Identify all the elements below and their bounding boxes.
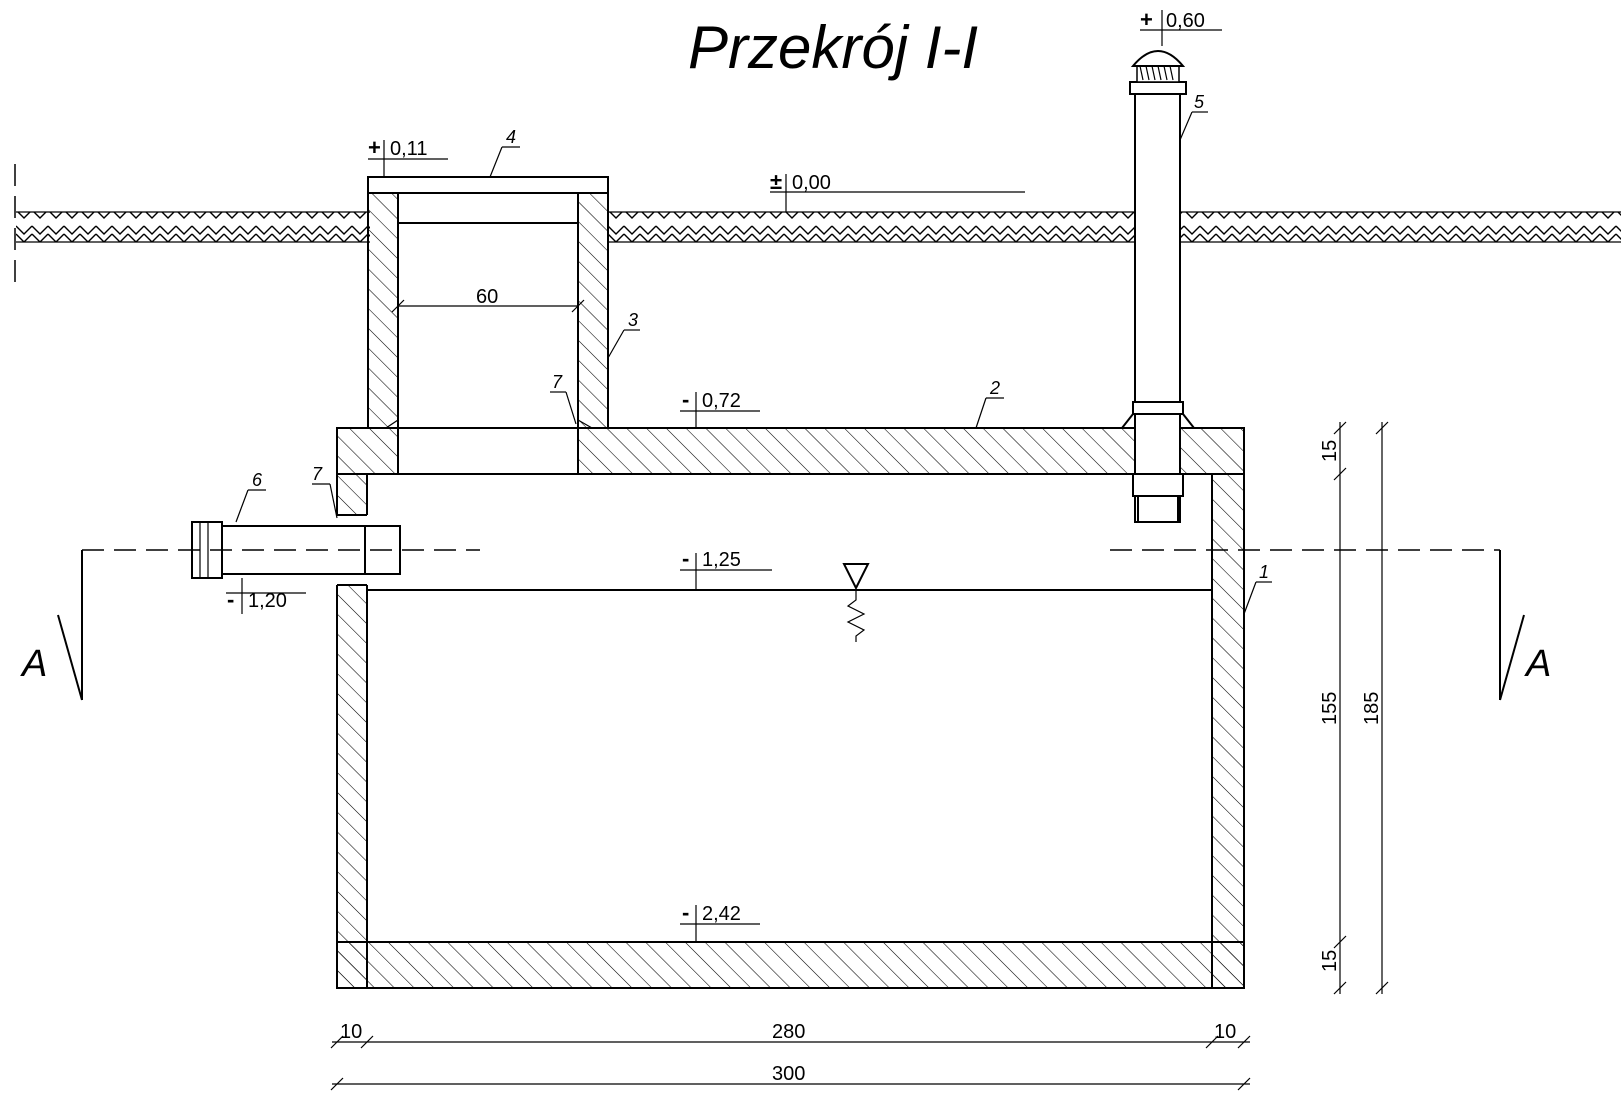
svg-text:7: 7	[552, 372, 563, 392]
callout-6: 6	[235, 470, 266, 523]
svg-text:+: +	[1140, 7, 1153, 32]
svg-text:4: 4	[506, 127, 516, 147]
svg-text:1,20: 1,20	[248, 590, 287, 612]
level-vent-top: + 0,60	[1140, 7, 1222, 46]
callout-1: 1	[1243, 562, 1272, 615]
svg-text:1,25: 1,25	[702, 549, 741, 571]
section-mark-right: A	[1524, 643, 1551, 685]
callout-7-inlet: 7	[312, 464, 338, 519]
manhole-riser: 60	[367, 176, 609, 429]
section-mark-left: A	[20, 643, 47, 685]
tank-walls	[336, 427, 1245, 989]
callout-4: 4	[489, 127, 520, 178]
water-level	[367, 563, 1212, 642]
callout-3: 3	[607, 310, 640, 359]
dim-total-height: 185	[1361, 692, 1383, 725]
dim-wall-right: 10	[1214, 1021, 1236, 1043]
vent-pipe	[1121, 50, 1195, 523]
dim-slab: 15	[1319, 440, 1341, 462]
ground-soil	[14, 164, 1621, 290]
level-slab-top: - 0,72	[680, 387, 760, 428]
level-ground: ± 0,00	[770, 169, 1025, 212]
vent-cap-icon	[1130, 50, 1186, 67]
callout-7-riser: 7	[550, 372, 577, 425]
water-level-icon	[842, 563, 870, 591]
drawing-title: Przekrój I-I	[688, 14, 978, 81]
dim-inner-width: 280	[772, 1021, 805, 1043]
level-water: - 1,25	[680, 546, 772, 590]
svg-text:0,00: 0,00	[792, 172, 831, 194]
level-cover-top: + 0,11	[368, 135, 448, 177]
svg-text:-: -	[227, 587, 234, 612]
dim-wall-left: 10	[340, 1021, 362, 1043]
level-bottom: - 2,42	[680, 900, 760, 942]
svg-text:0,60: 0,60	[1166, 10, 1205, 32]
svg-text:+: +	[368, 135, 381, 160]
dim-total-width: 300	[772, 1063, 805, 1085]
svg-text:0,11: 0,11	[390, 138, 427, 160]
svg-text:±: ±	[770, 169, 782, 194]
svg-text:1: 1	[1259, 562, 1269, 582]
svg-text:-: -	[682, 900, 689, 925]
svg-text:5: 5	[1194, 92, 1205, 112]
dim-riser-inner: 60	[476, 286, 498, 308]
svg-text:3: 3	[628, 310, 638, 330]
svg-text:-: -	[682, 546, 689, 571]
svg-text:2: 2	[989, 378, 1000, 398]
level-inlet: - 1,20	[226, 578, 306, 614]
svg-text:0,72: 0,72	[702, 390, 741, 412]
callout-2: 2	[975, 378, 1004, 429]
dim-base: 15	[1319, 950, 1341, 972]
dim-vertical: 15 155 15 185	[1319, 421, 1389, 995]
svg-text:-: -	[682, 387, 689, 412]
svg-text:2,42: 2,42	[702, 903, 741, 925]
dim-inner-height: 155	[1319, 692, 1341, 725]
manhole-cover	[367, 176, 609, 194]
svg-text:7: 7	[312, 464, 323, 484]
callout-5: 5	[1179, 92, 1208, 141]
svg-text:6: 6	[252, 470, 263, 490]
dim-horizontal: 10 280 10 300	[330, 1021, 1251, 1091]
section-line-a: A A	[20, 549, 1551, 701]
